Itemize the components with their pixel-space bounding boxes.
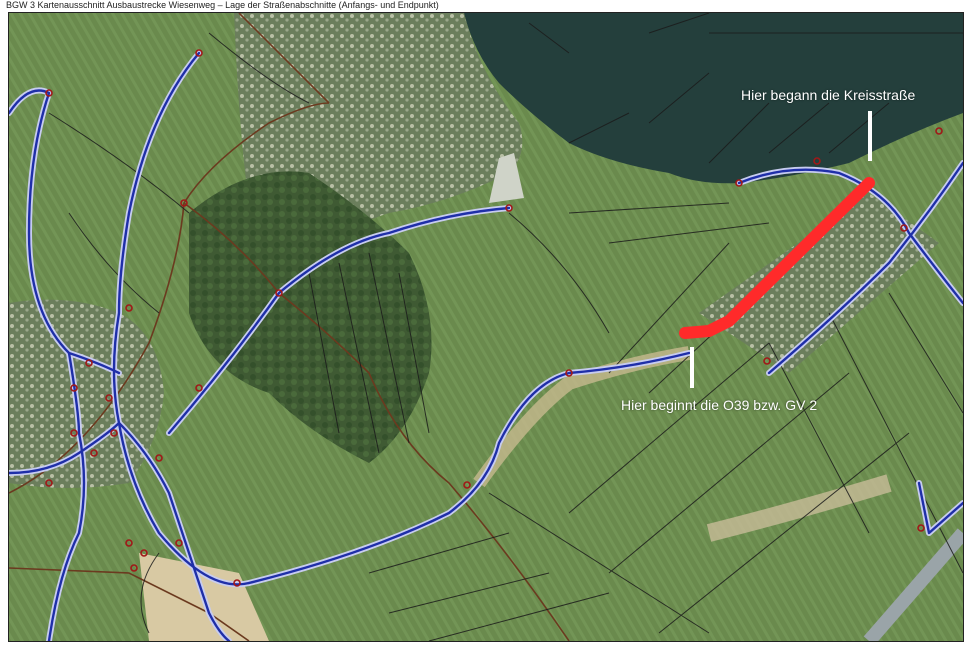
- circle-node-icon: [45, 89, 53, 97]
- right-settlement-area: [699, 193, 939, 373]
- forest-area: [189, 171, 432, 463]
- highway: [863, 528, 963, 641]
- circle-node-icon: [70, 429, 78, 437]
- circle-node-icon: [105, 394, 113, 402]
- node-markers: [45, 49, 943, 587]
- map-canvas: [9, 13, 963, 641]
- circle-node-icon: [180, 199, 188, 207]
- highlighted-road-segment: [679, 177, 875, 339]
- circle-node-icon: [125, 539, 133, 547]
- parcel-boundaries: [48, 13, 963, 641]
- circle-node-icon: [565, 369, 573, 377]
- circle-node-icon: [140, 549, 148, 557]
- circle-node-icon: [85, 359, 93, 367]
- road-network: [9, 50, 963, 641]
- parking-area: [489, 153, 524, 203]
- circle-node-icon: [275, 289, 283, 297]
- circle-node-icon: [90, 449, 98, 457]
- circle-node-icon: [917, 524, 925, 532]
- aerial-map[interactable]: Hier beginnt die O39 bzw. GV 2 Hier bega…: [8, 12, 964, 642]
- circle-node-icon: [505, 204, 513, 212]
- circle-node-icon: [463, 481, 471, 489]
- sandy-strip: [706, 474, 892, 542]
- former-start-annotation-label: Hier begann die Kreisstraße: [741, 87, 916, 103]
- circle-node-icon: [45, 479, 53, 487]
- circle-node-icon: [70, 384, 78, 392]
- circle-node-icon: [155, 454, 163, 462]
- circle-node-icon: [900, 224, 908, 232]
- circle-node-icon: [935, 127, 943, 135]
- circle-node-icon: [233, 579, 241, 587]
- circle-node-icon: [195, 49, 203, 57]
- circle-node-icon: [175, 539, 183, 547]
- circle-node-icon: [813, 157, 821, 165]
- circle-node-icon: [195, 384, 203, 392]
- map-caption: BGW 3 Kartenausschnitt Ausbaustrecke Wie…: [6, 0, 439, 10]
- lake: [464, 13, 963, 184]
- start-annotation-label: Hier beginnt die O39 bzw. GV 2: [621, 397, 818, 413]
- circle-node-icon: [130, 564, 138, 572]
- circle-node-icon: [125, 304, 133, 312]
- circle-node-icon: [763, 357, 771, 365]
- circle-node-icon: [735, 179, 743, 187]
- district-boundaries: [9, 13, 570, 641]
- circle-node-icon: [110, 429, 118, 437]
